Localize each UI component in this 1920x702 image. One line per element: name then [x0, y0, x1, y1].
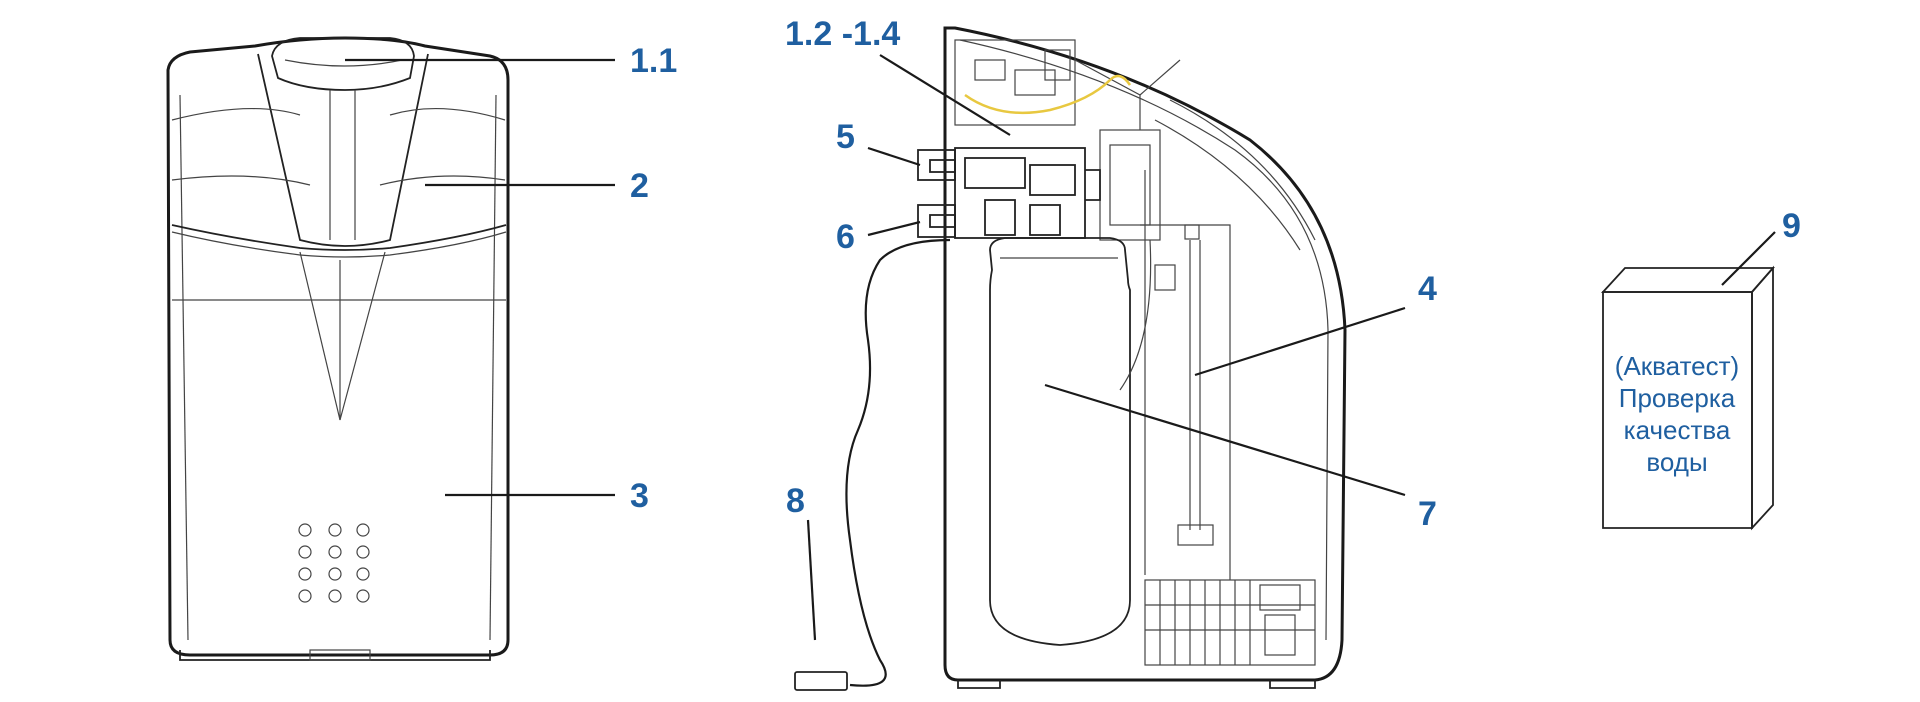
front-view-unit	[166, 36, 615, 661]
brine-tank	[1119, 170, 1231, 580]
test-box-line-1: (Акватест)	[1615, 351, 1739, 381]
leader-1-2-1-4	[879, 54, 1011, 136]
resin-tank	[989, 237, 1131, 646]
power-cord	[845, 238, 951, 687]
power-plug	[794, 671, 848, 691]
callout-4: 4	[1418, 270, 1437, 308]
wire	[964, 74, 1132, 115]
leader-7	[1044, 383, 1406, 497]
test-box-line-3: качества	[1624, 415, 1731, 445]
leader-9	[1721, 231, 1776, 286]
callout-8: 8	[786, 482, 805, 520]
box-side	[1751, 265, 1774, 531]
callout-7: 7	[1418, 495, 1437, 533]
lid-front	[257, 53, 429, 247]
leader-8	[806, 519, 817, 641]
callout-5: 5	[836, 118, 855, 156]
callout-1-2-1-4: 1.2 -1.4	[785, 15, 900, 53]
callout-6: 6	[836, 218, 855, 256]
test-box-line-4: воды	[1646, 447, 1707, 477]
callout-2: 2	[630, 167, 649, 205]
top-handle	[271, 37, 415, 91]
water-test-kit-box	[1600, 231, 1776, 531]
front-cabinet-outline	[166, 36, 510, 657]
box-top	[1600, 267, 1775, 293]
callout-3: 3	[630, 477, 649, 515]
leader-5	[867, 146, 921, 167]
cutaway-view-unit	[794, 26, 1406, 691]
leader-6	[867, 220, 921, 237]
test-box-line-2: Проверка	[1619, 383, 1736, 413]
callout-1-1: 1.1	[630, 42, 677, 80]
vent-holes	[298, 523, 370, 603]
callout-9: 9	[1782, 207, 1801, 245]
lid-seam	[171, 224, 507, 251]
salt-grid	[1144, 579, 1316, 666]
leader-4	[1194, 306, 1406, 377]
